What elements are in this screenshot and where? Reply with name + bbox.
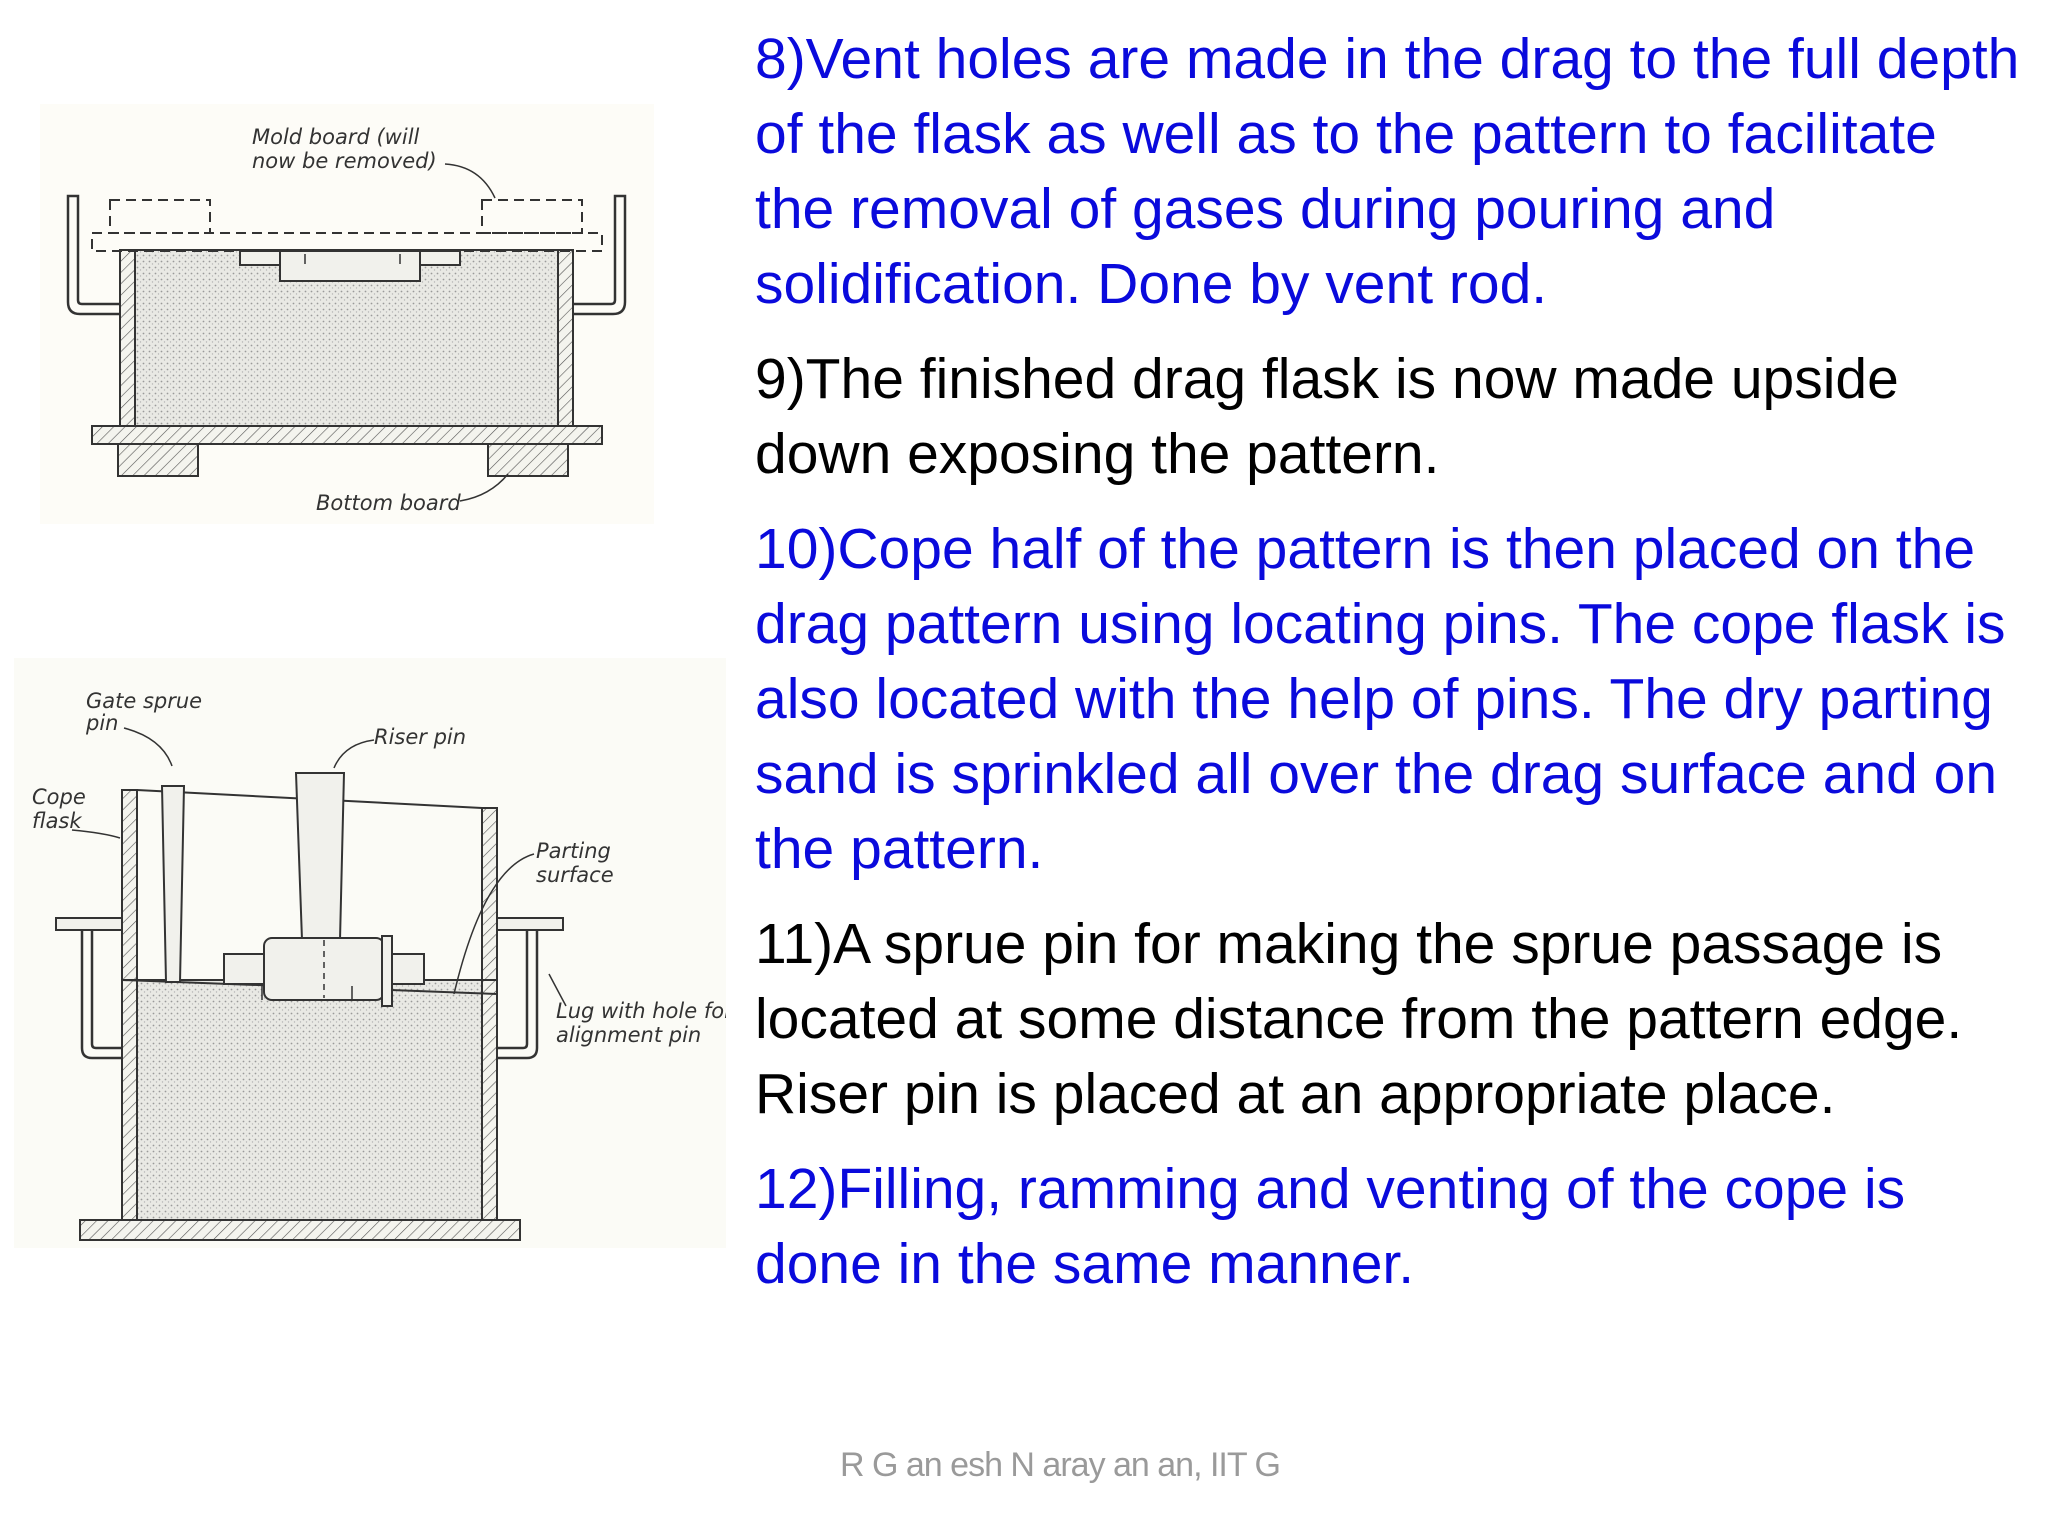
cope-assembly-figure: Gate sprue pin Riser pin Cope flask Part… — [14, 658, 726, 1248]
step-9: 9)The finished drag flask is now made up… — [755, 347, 1899, 486]
parting-surface-label-2: surface — [536, 863, 614, 887]
mold-board-label: Mold board (will — [252, 125, 420, 149]
molding-steps-list: 8)Vent holes are made in the drag to the… — [755, 22, 2025, 1322]
gate-sprue-label: Gate sprue — [86, 689, 202, 713]
cope-flask-label: Cope — [32, 785, 86, 809]
cope-flask-label-2: flask — [32, 809, 82, 833]
cope-assembly-drawing: Gate sprue pin Riser pin Cope flask Part… — [32, 689, 726, 1241]
riser-pin-label: Riser pin — [374, 725, 466, 749]
step-11: 11)A sprue pin for making the sprue pass… — [755, 912, 1963, 1126]
lug-label: Lug with hole for — [556, 999, 726, 1023]
drag-flask-drawing: Mold board (will now be removed) Bottom … — [66, 125, 627, 515]
step-12: 12)Filling, ramming and venting of the c… — [755, 1157, 1906, 1296]
bottom-board-label: Bottom board — [316, 491, 461, 515]
slide-footer: R G an esh N aray an an, IIT G — [840, 1446, 1281, 1484]
mold-board-label-2: now be removed) — [252, 149, 437, 173]
lug-label-2: alignment pin — [556, 1023, 701, 1047]
step-10: 10)Cope half of the pattern is then plac… — [755, 517, 2006, 881]
gate-sprue-label-2: pin — [85, 711, 118, 735]
step-8: 8)Vent holes are made in the drag to the… — [755, 27, 2020, 316]
parting-surface-label: Parting — [536, 839, 611, 863]
drag-flask-figure: Mold board (will now be removed) Bottom … — [40, 104, 654, 524]
